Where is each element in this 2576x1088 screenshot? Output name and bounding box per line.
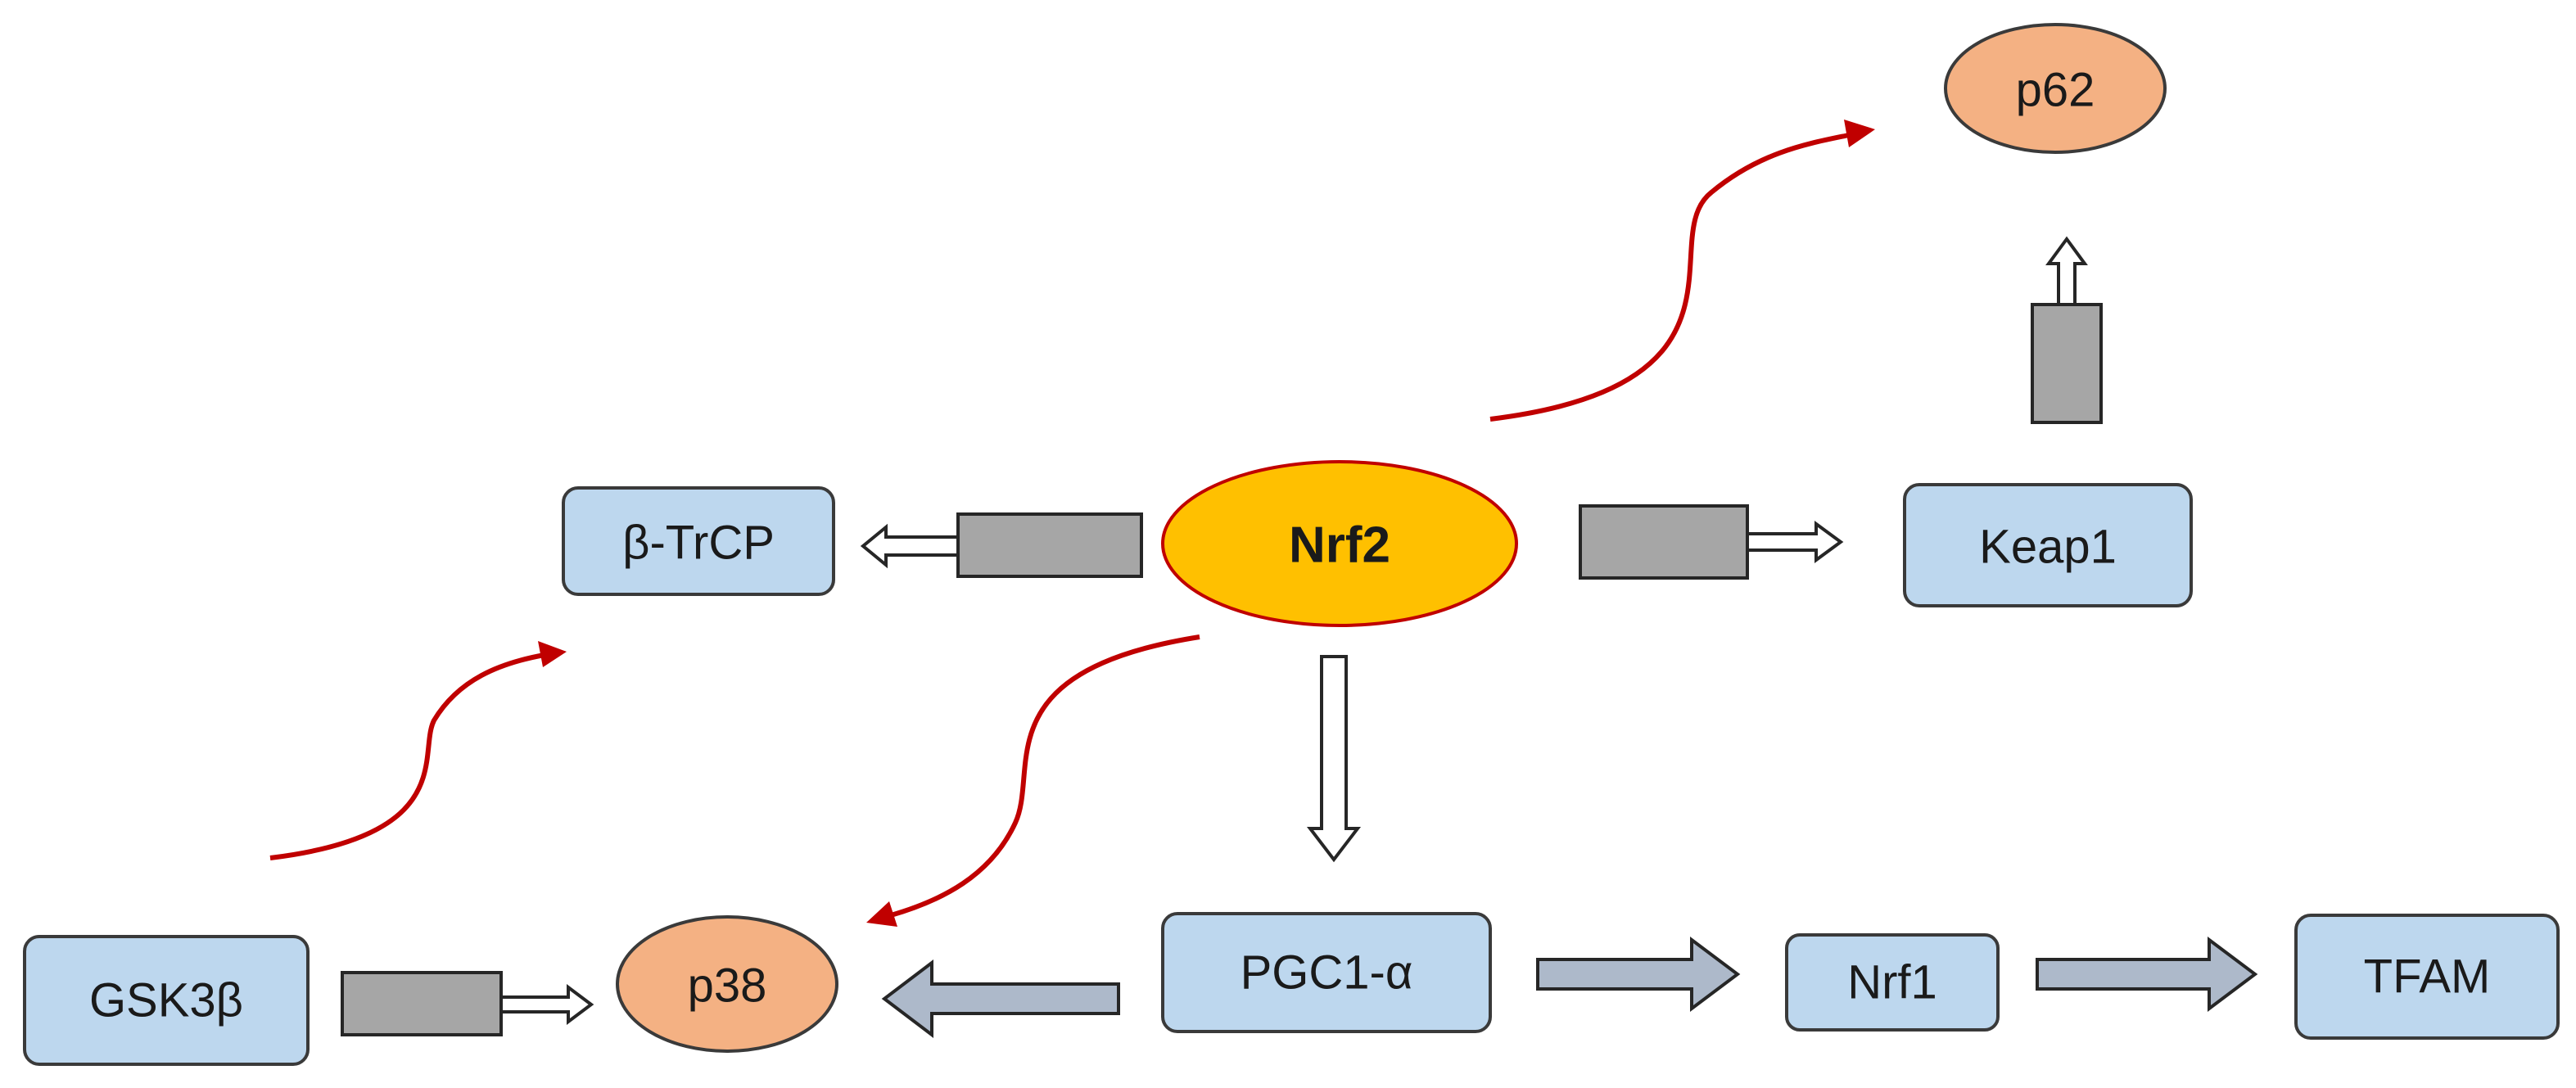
node-nrf1-label: Nrf1 (1847, 956, 1937, 1009)
node-nrf2: Nrf2 (1161, 460, 1518, 627)
node-p38: p38 (616, 915, 838, 1053)
node-p62: p62 (1944, 23, 2167, 154)
arrow-nrf1-to-tfam (2036, 937, 2258, 1012)
arrow-nrf2-to-keap1 (1579, 504, 1844, 580)
node-nrf2-label: Nrf2 (1289, 517, 1390, 574)
node-gsk3b: GSK3β (23, 935, 310, 1066)
node-pgc1a-label: PGC1-α (1241, 946, 1413, 1000)
node-p38-label: p38 (688, 959, 767, 1013)
node-gsk3b-label: GSK3β (89, 974, 243, 1027)
node-keap1-label: Keap1 (1979, 521, 2117, 574)
node-nrf1: Nrf1 (1785, 933, 2000, 1032)
arrow-pgc1a-to-nrf1 (1536, 937, 1741, 1012)
arrow-keap1-to-p62 (2031, 236, 2103, 424)
node-tfam: TFAM (2294, 914, 2560, 1040)
node-pgc1a: PGC1-α (1161, 912, 1492, 1033)
curve-nrf2-to-p38 (866, 634, 1200, 927)
node-beta-trcp: β-TrCP (562, 486, 835, 596)
curve-nrf2-to-p62 (1489, 120, 1875, 422)
arrow-gsk3b-to-p38 (341, 971, 594, 1036)
node-p62-label: p62 (2016, 64, 2095, 117)
node-tfam-label: TFAM (2364, 950, 2491, 1004)
arrow-pgc1a-to-p38 (881, 959, 1120, 1039)
node-beta-trcp-label: β-TrCP (622, 517, 775, 570)
curve-gsk3b-to-btrcp (269, 641, 567, 860)
node-keap1: Keap1 (1903, 483, 2193, 607)
arrow-nrf2-to-btrcp (860, 512, 1143, 578)
arrow-nrf2-to-pgc1a (1306, 655, 1362, 863)
